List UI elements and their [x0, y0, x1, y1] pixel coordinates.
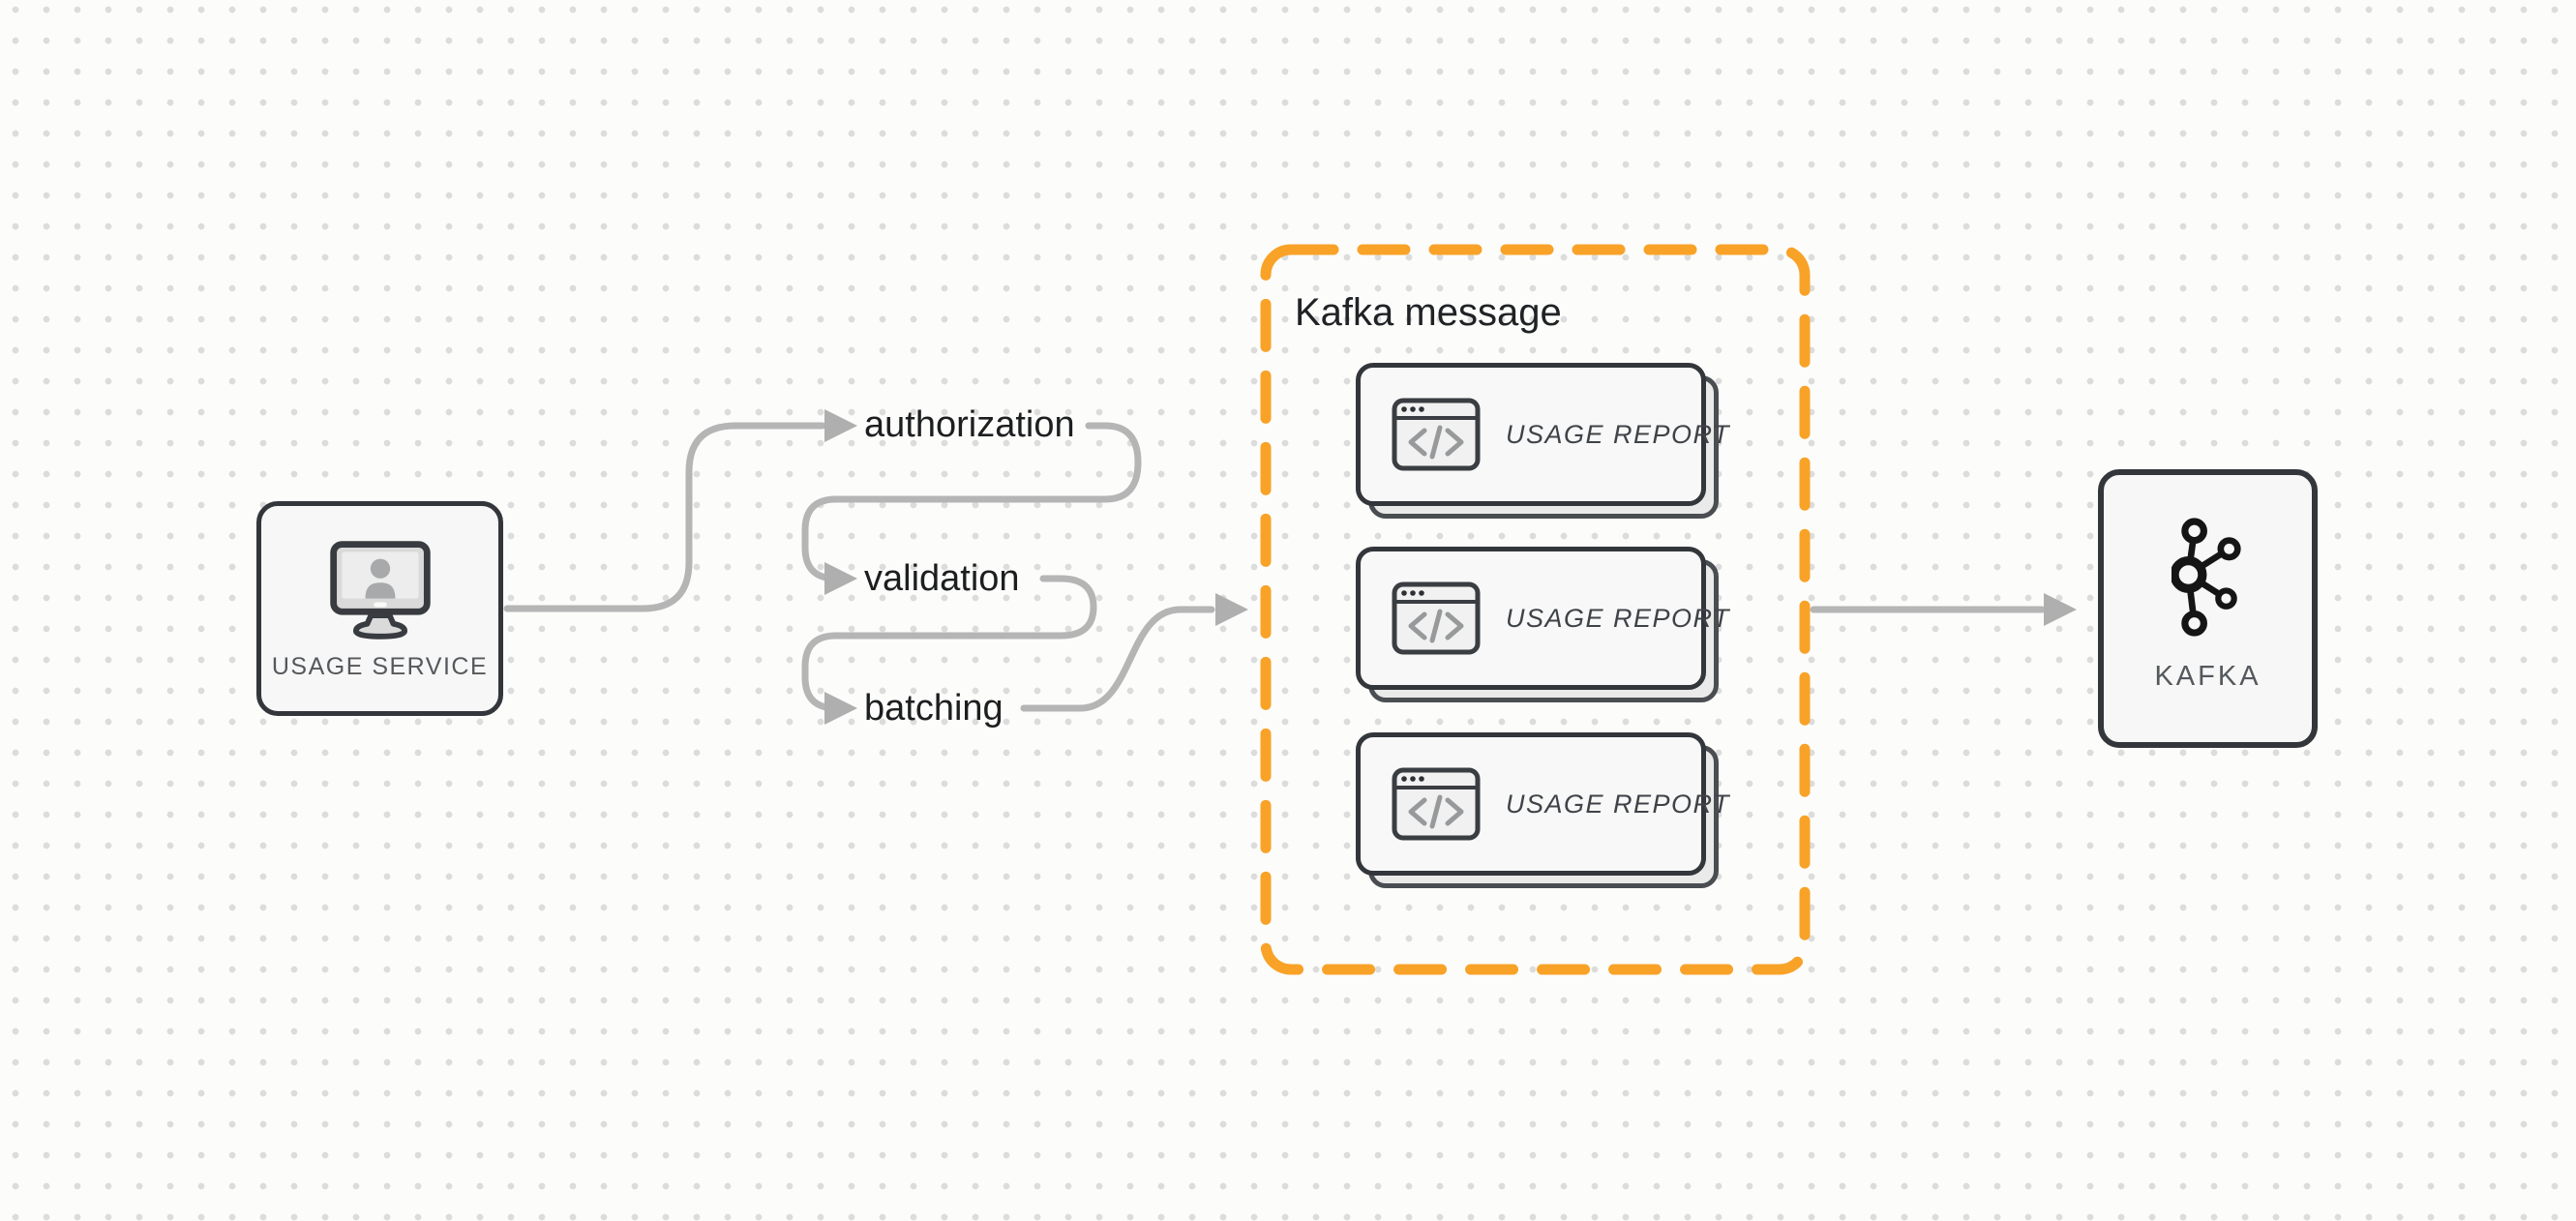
arrow-head	[824, 692, 857, 725]
usage-report-card: USAGE REPORT	[1356, 732, 1729, 888]
usage-service-node: USAGE SERVICE	[256, 501, 503, 716]
kafka-logo-icon	[2171, 518, 2241, 637]
connector-authorization-to-validation	[801, 422, 1142, 582]
step-label-batching: batching	[864, 688, 1003, 729]
connector-validation-to-batching	[801, 575, 1097, 712]
step-label-validation: validation	[864, 558, 1020, 599]
code-window-icon	[1392, 581, 1481, 655]
kafka-message-group-border	[1260, 244, 1811, 975]
usage-report-label: USAGE REPORT	[1506, 603, 1731, 633]
arrow-head	[824, 562, 857, 595]
usage-report-label: USAGE REPORT	[1506, 419, 1731, 449]
code-window-icon	[1392, 767, 1481, 841]
usage-report-card: USAGE REPORT	[1356, 363, 1729, 519]
kafka-node: KAFKA	[2098, 469, 2318, 748]
connector-usage-to-authorization	[503, 422, 826, 612]
code-window-icon	[1392, 398, 1481, 471]
kafka-label: KAFKA	[2154, 661, 2261, 692]
arrow-head	[2044, 593, 2077, 626]
usage-report-card: USAGE REPORT	[1356, 547, 1729, 702]
arrow-head	[1215, 593, 1248, 626]
monitor-user-icon	[329, 541, 431, 640]
usage-report-label: USAGE REPORT	[1506, 789, 1731, 819]
arrow-head	[824, 409, 857, 442]
usage-service-label: USAGE SERVICE	[271, 653, 489, 680]
connector-batching-to-group	[1020, 606, 1215, 712]
step-label-authorization: authorization	[864, 404, 1075, 445]
kafka-message-group-title: Kafka message	[1295, 291, 1562, 334]
